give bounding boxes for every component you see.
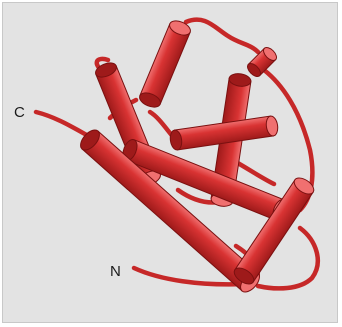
top-loop-coil [186,20,258,52]
n-terminus-label: N [110,263,121,280]
middle-coil-2 [236,162,274,184]
helix-group [77,18,317,295]
c-terminus-label: C [14,104,25,121]
helix-cylinder-8 [245,45,279,79]
helix-cylinder-1 [137,18,192,110]
